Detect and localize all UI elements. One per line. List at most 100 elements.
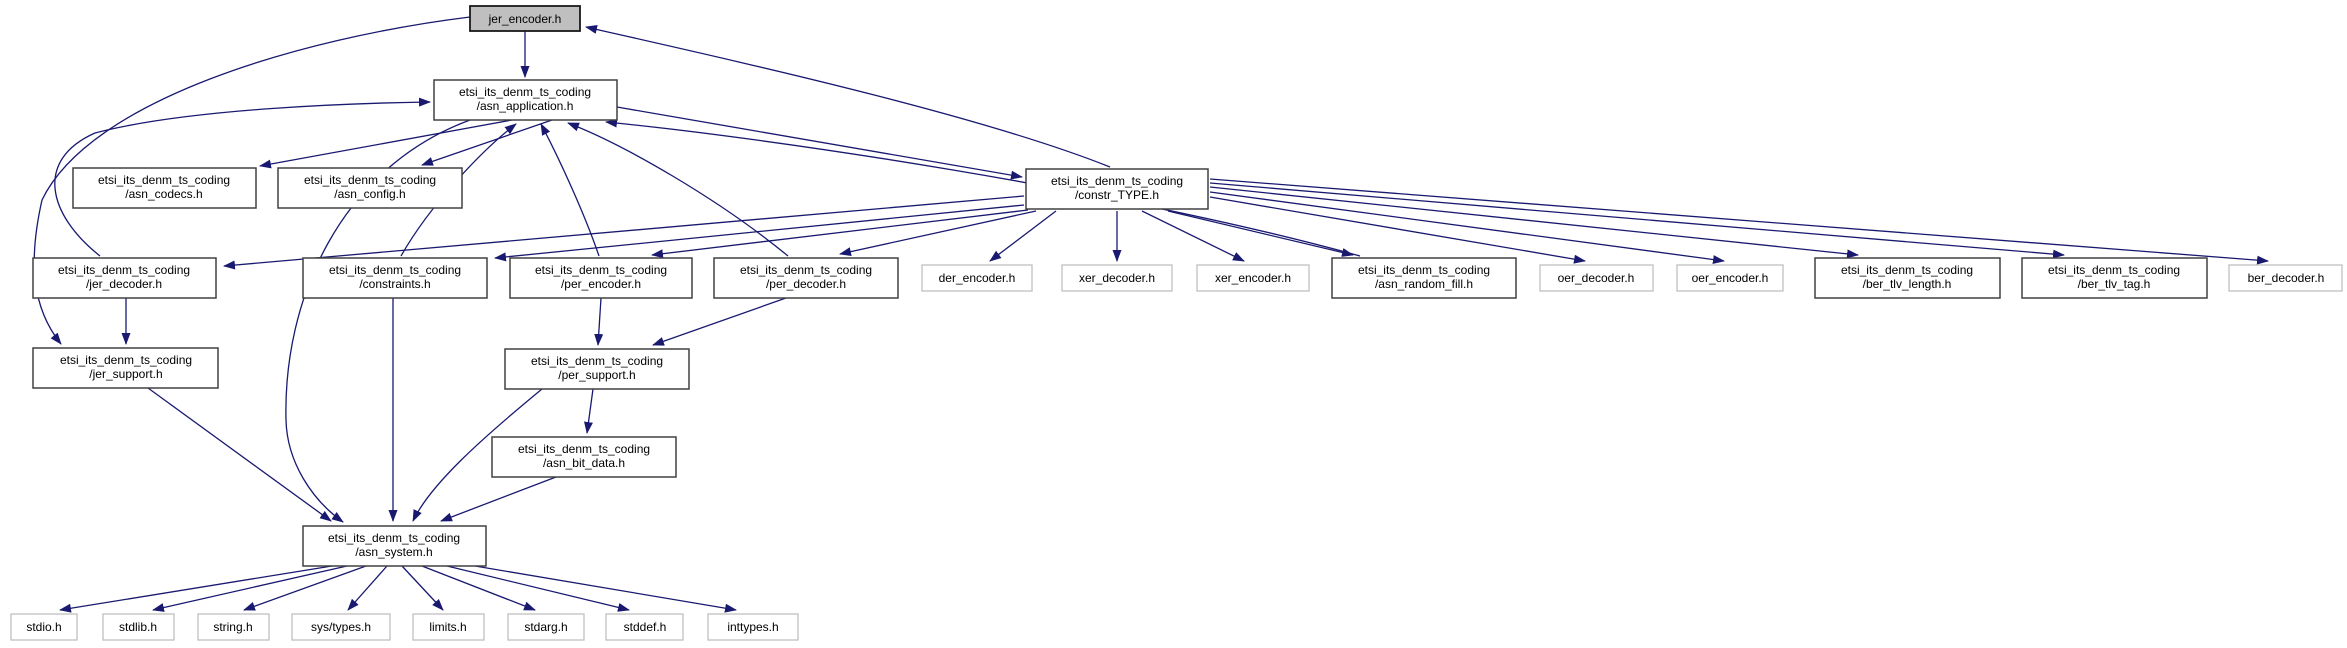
node-asn-bit-data-label: etsi_its_denm_ts_coding/asn_bit_data.h bbox=[518, 442, 650, 470]
edge-asn_system-stdlib bbox=[152, 565, 348, 612]
node-asn-bit-data-box[interactable] bbox=[491, 436, 677, 478]
node-ber-decoder: ber_decoder.h bbox=[2228, 264, 2343, 292]
node-stdlib-box bbox=[102, 613, 175, 641]
node-per-support-box[interactable] bbox=[504, 348, 690, 390]
edge-asn_system-sys_types bbox=[347, 565, 388, 611]
edge-constr_TYPE-der_encoder bbox=[989, 210, 1057, 262]
edge-per_encoder-asn_application bbox=[540, 123, 600, 257]
edge-asn_application-asn_config bbox=[421, 119, 553, 166]
edge-per_encoder-per_support bbox=[594, 297, 604, 346]
edge-constr_TYPE-ber_tlv_length bbox=[1209, 186, 1859, 259]
node-inttypes-box bbox=[707, 613, 799, 641]
edge-per_decoder-asn_application bbox=[567, 122, 789, 257]
edge-asn_application-constr_TYPE bbox=[616, 106, 1023, 180]
edge-constr_TYPE-oer_decoder bbox=[1209, 196, 1586, 264]
node-oer-decoder-label: oer_decoder.h bbox=[1558, 271, 1635, 285]
node-stdlib: stdlib.h bbox=[102, 613, 175, 641]
node-string-label: string.h bbox=[213, 620, 252, 634]
node-ber-decoder-label: ber_decoder.h bbox=[2248, 271, 2325, 285]
node-constraints-label: etsi_its_denm_ts_coding/constraints.h bbox=[329, 263, 461, 291]
node-ber-tlv-tag-box[interactable] bbox=[2021, 257, 2208, 299]
node-asn-system-label: etsi_its_denm_ts_coding/asn_system.h bbox=[328, 531, 460, 559]
edge-asn_system-inttypes bbox=[474, 565, 737, 613]
node-jer-encoder-box bbox=[469, 5, 581, 32]
node-der-encoder-label: der_encoder.h bbox=[939, 271, 1016, 285]
node-stdio: stdio.h bbox=[10, 613, 78, 641]
node-sys-types: sys/types.h bbox=[291, 613, 391, 641]
node-ber-tlv-tag[interactable]: etsi_its_denm_ts_coding/ber_tlv_tag.h bbox=[2021, 257, 2208, 299]
edge-constr_TYPE-jer_decoder bbox=[223, 195, 1025, 270]
node-stddef-label: stddef.h bbox=[624, 620, 667, 634]
node-stdarg-label: stdarg.h bbox=[524, 620, 567, 634]
node-jer-decoder-label: etsi_its_denm_ts_coding/jer_decoder.h bbox=[58, 263, 190, 291]
edge-per_support-asn_bit_data bbox=[584, 388, 594, 434]
node-per-encoder-box[interactable] bbox=[509, 257, 693, 299]
node-der-encoder: der_encoder.h bbox=[921, 264, 1033, 292]
node-jer-decoder-box[interactable] bbox=[32, 257, 217, 299]
edge-constr_TYPE-constraints bbox=[494, 204, 1025, 262]
node-stddef: stddef.h bbox=[605, 613, 684, 641]
node-stdarg-box bbox=[507, 613, 585, 641]
node-asn-codecs[interactable]: etsi_its_denm_ts_coding/asn_codecs.h bbox=[72, 167, 257, 209]
node-jer-support-box[interactable] bbox=[32, 347, 219, 389]
node-limits: limits.h bbox=[412, 613, 485, 641]
node-asn-codecs-label: etsi_its_denm_ts_coding/asn_codecs.h bbox=[98, 173, 230, 201]
node-asn-config-box[interactable] bbox=[277, 167, 463, 209]
node-constr-type-label: etsi_its_denm_ts_coding/constr_TYPE.h bbox=[1051, 174, 1183, 202]
node-stdio-box bbox=[10, 613, 78, 641]
node-constraints-box[interactable] bbox=[302, 257, 488, 299]
edge-asn_bit_data-asn_system bbox=[440, 476, 557, 522]
node-limits-box bbox=[412, 613, 485, 641]
edge-asn_system-limits bbox=[401, 565, 444, 611]
node-constr-type-box[interactable] bbox=[1025, 168, 1209, 210]
node-sys-types-box bbox=[291, 613, 391, 641]
node-ber-tlv-length-box[interactable] bbox=[1814, 257, 2001, 299]
node-per-support-label: etsi_its_denm_ts_coding/per_support.h bbox=[531, 354, 663, 382]
node-asn-application-label: etsi_its_denm_ts_coding/asn_application.… bbox=[459, 85, 591, 113]
node-asn-config[interactable]: etsi_its_denm_ts_coding/asn_config.h bbox=[277, 167, 463, 209]
node-asn-codecs-box[interactable] bbox=[72, 167, 257, 209]
node-constraints[interactable]: etsi_its_denm_ts_coding/constraints.h bbox=[302, 257, 488, 299]
edge-constr_TYPE-per_encoder bbox=[651, 209, 1029, 259]
node-per-support[interactable]: etsi_its_denm_ts_coding/per_support.h bbox=[504, 348, 690, 390]
node-stdarg: stdarg.h bbox=[507, 613, 585, 641]
node-per-encoder[interactable]: etsi_its_denm_ts_coding/per_encoder.h bbox=[509, 257, 693, 299]
node-asn-application[interactable]: etsi_its_denm_ts_coding/asn_application.… bbox=[433, 79, 618, 121]
node-stdlib-label: stdlib.h bbox=[119, 620, 157, 634]
node-jer-encoder: jer_encoder.h bbox=[469, 5, 581, 32]
node-string-box bbox=[197, 613, 270, 641]
node-oer-encoder-box bbox=[1676, 264, 1784, 292]
node-asn-application-box[interactable] bbox=[433, 79, 618, 121]
node-per-encoder-label: etsi_its_denm_ts_coding/per_encoder.h bbox=[535, 263, 667, 291]
node-xer-decoder-box bbox=[1061, 264, 1173, 292]
node-per-decoder[interactable]: etsi_its_denm_ts_coding/per_decoder.h bbox=[713, 257, 899, 299]
node-ber-tlv-length[interactable]: etsi_its_denm_ts_coding/ber_tlv_length.h bbox=[1814, 257, 2001, 299]
edge-asn_system-stdarg bbox=[421, 565, 536, 611]
edge-constr_TYPE-ber_tlv_tag bbox=[1209, 182, 2065, 259]
edge-constr_TYPE-xer_encoder bbox=[1141, 210, 1245, 262]
edge-asn_system-string bbox=[243, 565, 367, 611]
edge-constr_TYPE-asn_random_fill bbox=[1167, 210, 1354, 257]
node-stddef-box bbox=[605, 613, 684, 641]
node-jer-support[interactable]: etsi_its_denm_ts_coding/jer_support.h bbox=[32, 347, 219, 389]
edge-constr_TYPE-jer_encoder bbox=[585, 25, 1111, 168]
node-asn-random-fill-box[interactable] bbox=[1331, 257, 1517, 299]
edge-asn_application-asn_codecs bbox=[259, 119, 513, 169]
edge-constr_TYPE-per_decoder bbox=[839, 210, 1037, 257]
node-asn-system-box[interactable] bbox=[302, 525, 487, 567]
node-asn-bit-data[interactable]: etsi_its_denm_ts_coding/asn_bit_data.h bbox=[491, 436, 677, 478]
node-jer-encoder-label: jer_encoder.h bbox=[488, 12, 562, 26]
node-jer-decoder[interactable]: etsi_its_denm_ts_coding/jer_decoder.h bbox=[32, 257, 217, 299]
node-asn-config-label: etsi_its_denm_ts_coding/asn_config.h bbox=[304, 173, 436, 201]
node-constr-type[interactable]: etsi_its_denm_ts_coding/constr_TYPE.h bbox=[1025, 168, 1209, 210]
node-asn-system[interactable]: etsi_its_denm_ts_coding/asn_system.h bbox=[302, 525, 487, 567]
node-per-decoder-box[interactable] bbox=[713, 257, 899, 299]
node-xer-decoder: xer_decoder.h bbox=[1061, 264, 1173, 292]
node-per-decoder-label: etsi_its_denm_ts_coding/per_decoder.h bbox=[740, 263, 872, 291]
edge-per_decoder-per_support bbox=[652, 297, 787, 346]
node-der-encoder-box bbox=[921, 264, 1033, 292]
node-asn-random-fill[interactable]: etsi_its_denm_ts_coding/asn_random_fill.… bbox=[1331, 257, 1517, 299]
edge-jer_support-asn_system bbox=[147, 387, 332, 522]
node-ber-tlv-length-label: etsi_its_denm_ts_coding/ber_tlv_length.h bbox=[1841, 263, 1973, 291]
node-stdio-label: stdio.h bbox=[26, 620, 61, 634]
